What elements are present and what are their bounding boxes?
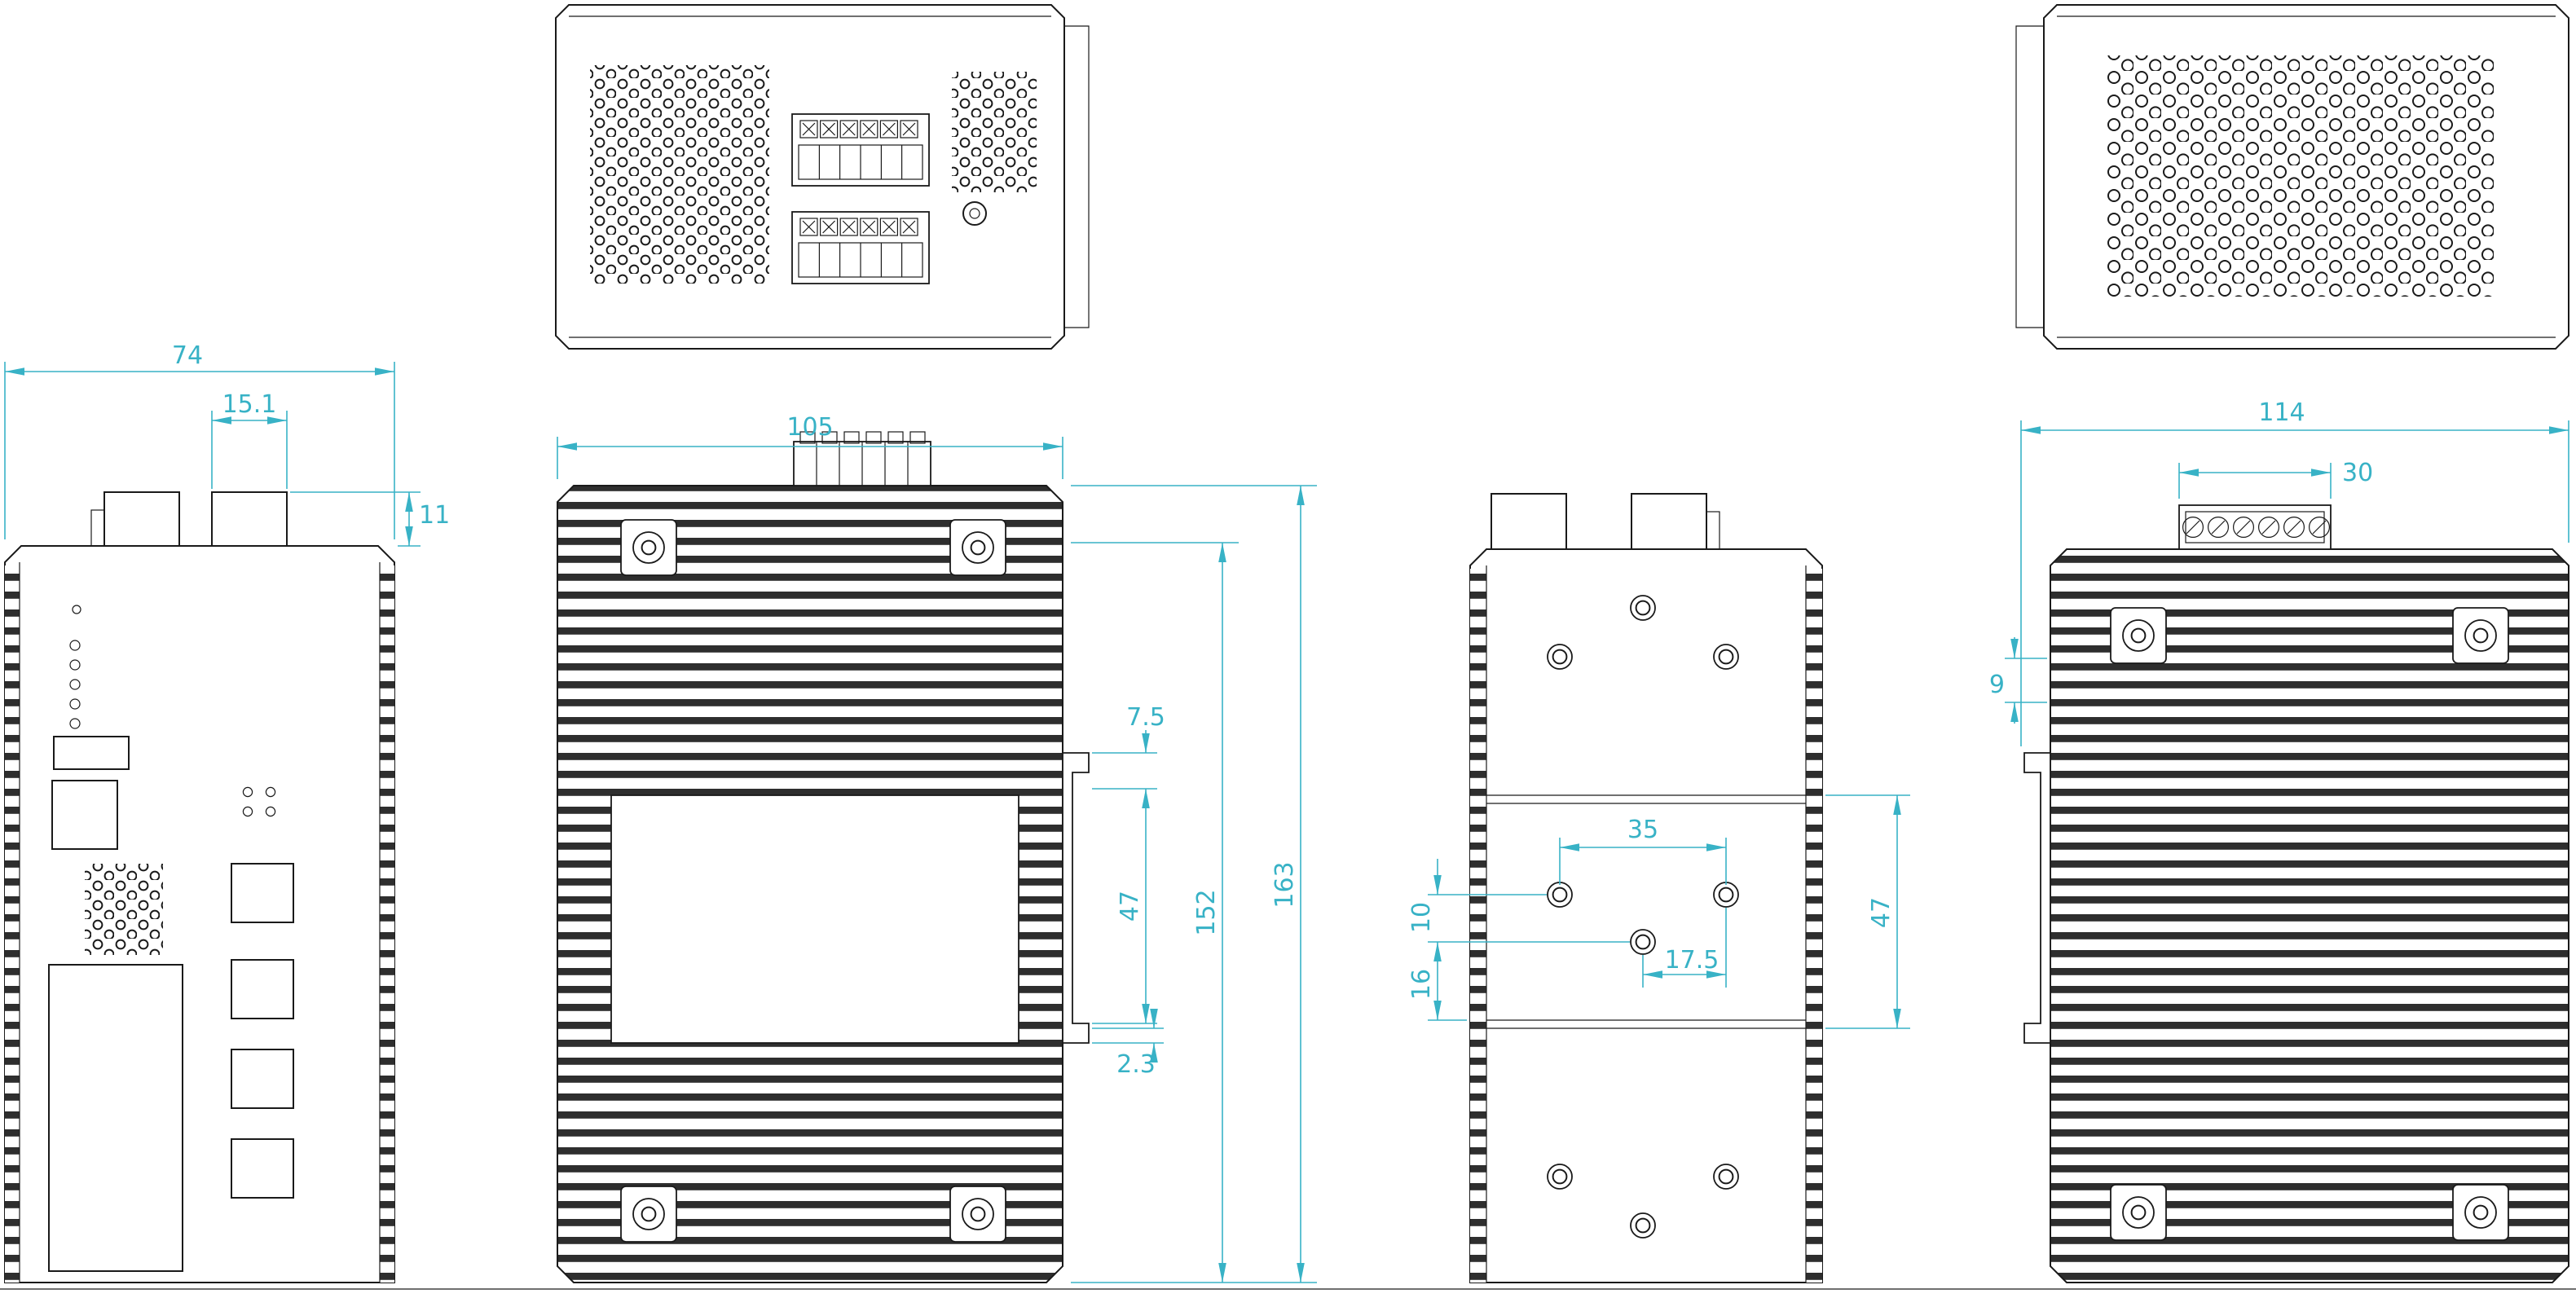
screw-boss — [620, 1186, 677, 1243]
dim-terminal-block-width: 30 — [2342, 459, 2373, 487]
dim-overall-depth-right: 114 — [2258, 398, 2305, 427]
bottom-view-outline — [2043, 4, 2569, 350]
dim-center-hole-offset: 17.5 — [1665, 946, 1720, 975]
front-outline — [4, 545, 395, 1283]
mounting-hole — [1547, 1164, 1573, 1190]
console-port — [53, 736, 130, 770]
front-dimensions: 74 15.1 11 — [4, 341, 450, 547]
mounting-hole — [1713, 1164, 1739, 1190]
top-view — [555, 4, 1090, 350]
dim-mount-hole-spacing: 35 — [1627, 816, 1658, 844]
dim-front-overall-width: 74 — [172, 341, 203, 370]
top-view-outline — [555, 4, 1065, 350]
sfp-port-3 — [231, 1049, 294, 1109]
mounting-hole — [1713, 644, 1739, 670]
dim-din-clip-tab: 2.3 — [1116, 1050, 1156, 1079]
power-led — [72, 605, 81, 614]
screw-boss — [949, 519, 1006, 576]
mounting-hole — [1547, 882, 1573, 908]
screw-boss — [2110, 1184, 2167, 1241]
screw-boss — [949, 1186, 1006, 1243]
din-clip-top-profile — [2015, 25, 2044, 328]
status-led-column — [69, 640, 81, 729]
dim-din-plate-height: 47 — [1867, 897, 1896, 928]
mounting-hole — [1547, 644, 1573, 670]
sfp-port-1 — [231, 863, 294, 923]
vent-hole-array — [590, 65, 769, 284]
rear-outline — [1469, 548, 1823, 1283]
mounting-hole — [1630, 1212, 1656, 1239]
right-side-dimensions: 114 30 9 — [1989, 398, 2569, 746]
module-slot — [48, 964, 183, 1272]
terminal-block-1 — [791, 113, 930, 187]
dim-overall-depth: 105 — [786, 413, 833, 442]
screw-boss — [2452, 1184, 2509, 1241]
right-side-view: 114 30 9 — [1989, 398, 2569, 1283]
dim-connector-height: 11 — [419, 501, 450, 530]
rj45-port — [51, 780, 118, 850]
sfp-port-column — [231, 863, 294, 1199]
fiber-connector-tabs — [1491, 493, 1720, 550]
din-rail-clip — [2023, 752, 2051, 1044]
vent-hole-array — [2106, 55, 2494, 297]
ground-screw — [962, 201, 987, 226]
mounting-hole — [1713, 882, 1739, 908]
screw-boss — [620, 519, 677, 576]
front-view: 74 15.1 11 — [4, 341, 450, 1283]
din-rail-clip — [1062, 752, 1090, 1044]
front-vent-grid — [85, 864, 163, 955]
dim-hole-row-offset: 10 — [1407, 902, 1436, 933]
dim-din-clip-top-offset: 7.5 — [1126, 703, 1165, 732]
dim-connector-width: 15.1 — [222, 390, 277, 419]
terminal-block-top — [2178, 504, 2332, 550]
side-outline — [557, 485, 1063, 1283]
mounting-hole-center — [1630, 929, 1656, 955]
fin-edge-left — [1470, 569, 1486, 1283]
dim-overall-height: 163 — [1270, 861, 1299, 908]
heatsink-fins — [2050, 549, 2569, 1283]
terminal-block-2 — [791, 211, 930, 284]
rear-view: 35 10 16 17.5 47 — [1407, 493, 1910, 1283]
din-clip-top-profile — [1064, 25, 1090, 328]
fin-edge-right — [1806, 569, 1822, 1283]
vent-hole-array-small — [952, 72, 1037, 192]
dim-fin-body-height: 152 — [1192, 889, 1221, 935]
left-side-view: 105 152 163 7.5 47 2.3 — [557, 413, 1317, 1283]
dim-din-clip-span: 47 — [1116, 891, 1144, 922]
sfp-port-4 — [231, 1138, 294, 1199]
fin-edge-right — [380, 565, 394, 1283]
screw-boss — [2452, 607, 2509, 664]
bottom-view — [2015, 4, 2569, 350]
fin-edge-left — [5, 565, 20, 1283]
fiber-connector-tabs — [90, 491, 288, 547]
dim-top-offset: 9 — [1989, 671, 2005, 699]
rear-dimensions: 35 10 16 17.5 47 — [1407, 794, 1910, 1029]
label-area — [610, 794, 1019, 1044]
indicator-hole-pairs — [242, 786, 276, 817]
din-plate-lines — [1486, 794, 1806, 1029]
screw-boss — [2110, 607, 2167, 664]
sfp-port-2 — [231, 959, 294, 1019]
dim-hole-plate-offset: 16 — [1407, 969, 1436, 1000]
left-side-dimensions: 105 152 163 7.5 47 2.3 — [557, 413, 1317, 1283]
mounting-hole — [1630, 595, 1656, 621]
